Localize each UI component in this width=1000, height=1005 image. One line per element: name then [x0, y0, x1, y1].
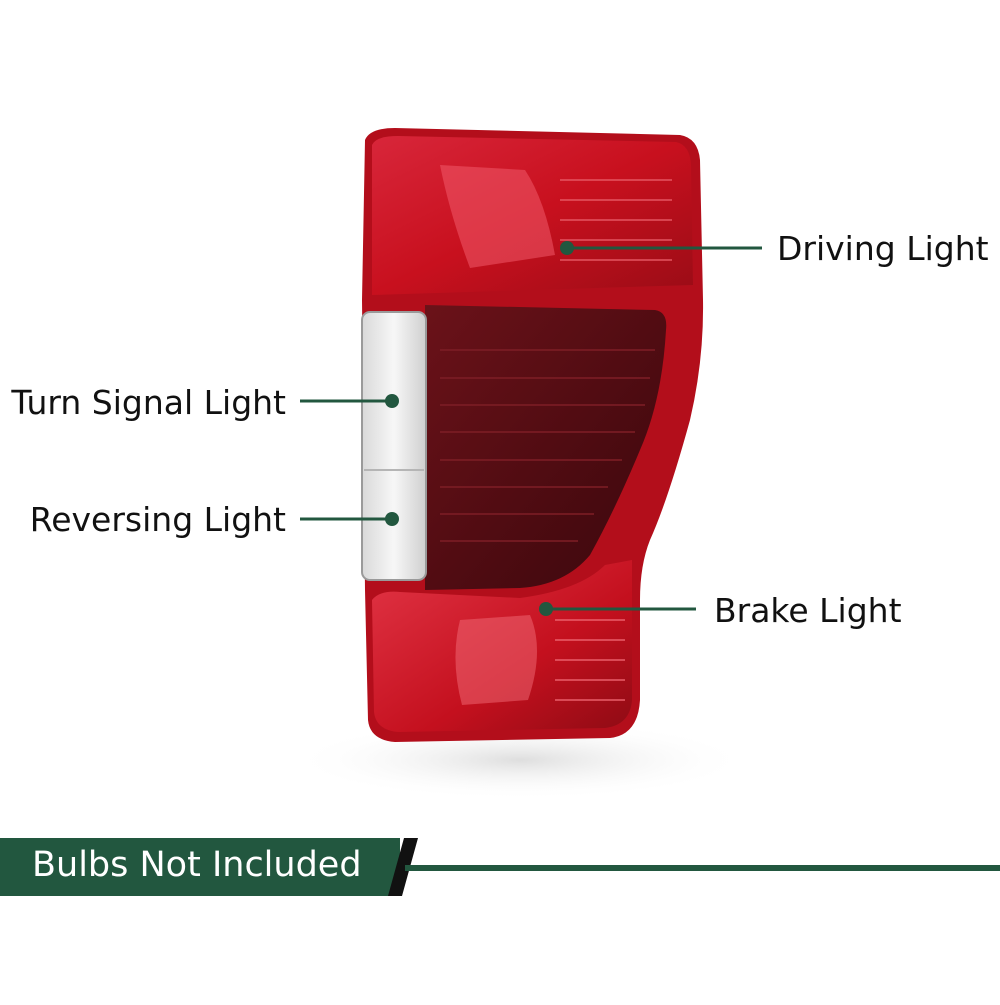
brake-light-reflector	[455, 615, 538, 705]
reversing-light-label: Reversing Light	[29, 500, 286, 539]
banner-slash-decoration	[388, 838, 418, 896]
driving-light-ribs	[560, 179, 672, 261]
bulbs-not-included-text: Bulbs Not Included	[32, 845, 362, 885]
driving-light-reflector	[440, 165, 555, 268]
smoked-lens	[425, 305, 667, 590]
banner-rule	[405, 865, 1000, 871]
brake-light-ribs	[555, 619, 625, 701]
callout-turn-signal	[300, 394, 399, 408]
brake-light-label: Brake Light	[714, 591, 902, 630]
callout-reversing	[300, 512, 399, 526]
callout-brake	[539, 602, 696, 616]
turn-signal-light-label: Turn Signal Light	[11, 383, 286, 422]
bulbs-banner	[0, 838, 400, 896]
callout-driving	[560, 241, 762, 255]
clear-lens	[361, 311, 427, 581]
driving-light-label: Driving Light	[777, 229, 989, 268]
smoked-lens-ribs	[440, 349, 655, 542]
